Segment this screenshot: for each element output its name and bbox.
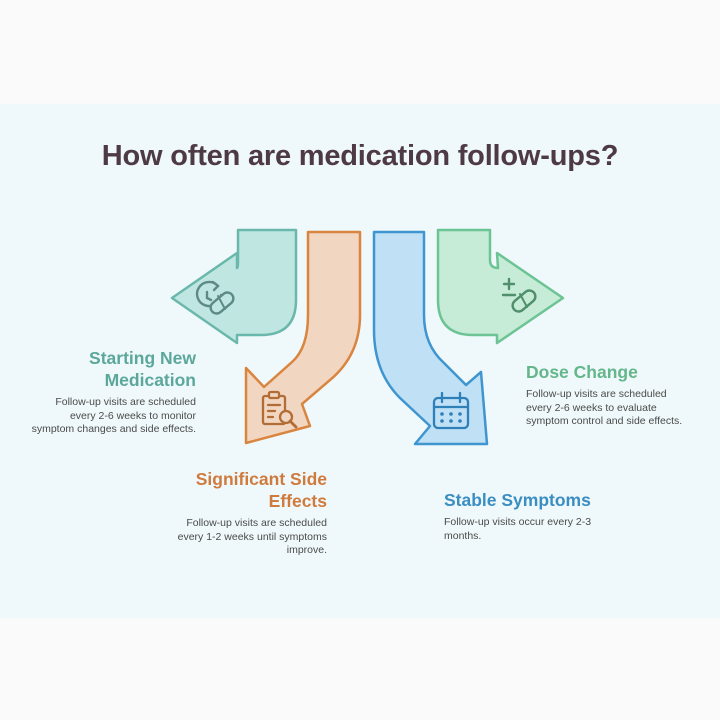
description-line: every 2-6 weeks to evaluate (526, 401, 657, 414)
arrow-significant-side-effects (244, 230, 362, 445)
plus-minus-pill-icon (501, 277, 537, 313)
description-line: symptom changes and side effects. (31, 423, 196, 435)
step-heading: Significant Side Effects (140, 468, 327, 512)
step-heading: Stable Symptoms (444, 489, 624, 511)
heading-line: Medication (104, 370, 196, 390)
step-description: Follow-up visits are scheduled every 2-6… (20, 396, 196, 437)
top-band (0, 0, 720, 104)
description-line: Follow-up visits are scheduled (55, 396, 196, 408)
description-line: every 2-6 weeks to monitor (69, 409, 196, 422)
description-line: Follow-up visits are scheduled (526, 388, 667, 400)
arrow-starting-new-medication (170, 228, 298, 345)
step-description: Follow-up visits occur every 2-3 months. (444, 516, 624, 543)
heading-line: Starting New (89, 348, 196, 368)
heading-line: Significant Side (195, 469, 327, 489)
arrow-dose-change (436, 228, 565, 345)
step-description: Follow-up visits are scheduled every 2-6… (526, 388, 716, 429)
description-line: symptom control and side effects. (526, 415, 683, 427)
description-line: Follow-up visits occur every 2-3 (444, 516, 592, 528)
step-stable-symptoms: Stable Symptoms Follow-up visits occur e… (444, 489, 624, 543)
description-line: Follow-up visits are scheduled (186, 517, 327, 529)
description-line: improve. (286, 544, 327, 556)
step-heading: Starting New Medication (20, 347, 196, 391)
step-significant-side-effects: Significant Side Effects Follow-up visit… (140, 468, 327, 558)
step-heading: Dose Change (526, 361, 716, 383)
step-dose-change: Dose Change Follow-up visits are schedul… (526, 361, 716, 429)
heading-line: Dose Change (526, 362, 638, 382)
calendar-icon (432, 391, 470, 430)
heading-line: Effects (268, 491, 327, 511)
heading-line: Stable Symptoms (444, 490, 591, 510)
step-description: Follow-up visits are scheduled every 1-2… (140, 517, 327, 558)
clock-pill-icon (195, 280, 235, 315)
clipboard-search-icon (261, 390, 298, 429)
arrow-stable-symptoms (372, 230, 489, 446)
description-line: months. (444, 529, 482, 542)
step-starting-new-medication: Starting New Medication Follow-up visits… (20, 347, 196, 437)
bottom-band (0, 618, 720, 720)
page-title: How often are medication follow-ups? (101, 140, 619, 172)
description-line: every 1-2 weeks until symptoms (177, 530, 327, 543)
